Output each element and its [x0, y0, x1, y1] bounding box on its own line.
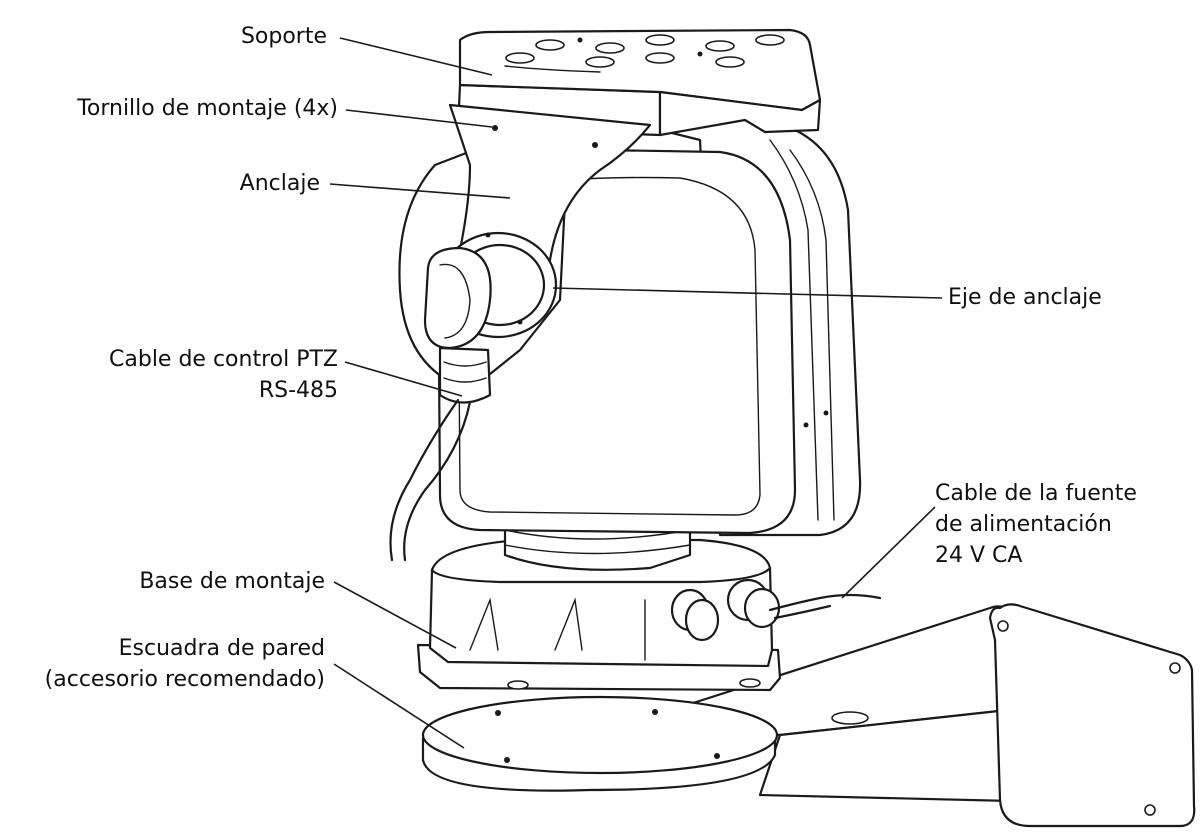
label-soporte: Soporte [241, 21, 327, 52]
label-escuadra-line2: (accesorio recomendado) [44, 667, 325, 692]
leader-lines [329, 37, 943, 749]
label-cable-fuente-line3: 24 V CA [935, 543, 1023, 568]
leader-tornillo [345, 109, 493, 128]
label-cable-fuente: Cable de la fuente de alimentación 24 V … [935, 478, 1137, 571]
label-escuadra-line1: Escuadra de pared [118, 636, 325, 661]
leader-base [333, 581, 457, 649]
label-cable-fuente-line1: Cable de la fuente [935, 481, 1137, 506]
leader-cable-fuente [841, 506, 936, 599]
label-tornillo: Tornillo de montaje (4x) [77, 93, 338, 124]
label-cable-ptz-line1: Cable de control PTZ [109, 347, 338, 372]
label-base: Base de montaje [139, 566, 325, 597]
leader-soporte [339, 37, 493, 76]
label-soporte-text: Soporte [240, 24, 327, 49]
label-base-text: Base de montaje [139, 569, 325, 594]
label-eje-text: Eje de anclaje [948, 285, 1102, 310]
leader-eje [552, 287, 943, 299]
label-cable-ptz: Cable de control PTZ RS-485 [109, 344, 338, 406]
label-cable-fuente-line2: de alimentación [935, 512, 1112, 537]
leader-anclaje [329, 183, 511, 199]
label-tornillo-text: Tornillo de montaje (4x) [77, 96, 338, 121]
leader-escuadra [333, 663, 465, 749]
wall-bracket-drawing [421, 603, 1196, 828]
label-anclaje-text: Anclaje [239, 171, 320, 196]
label-escuadra: Escuadra de pared (accesorio recomendado… [45, 633, 325, 695]
label-anclaje: Anclaje [240, 168, 320, 199]
yoke-drawing [389, 103, 652, 562]
label-eje: Eje de anclaje [948, 282, 1102, 313]
label-cable-ptz-line2: RS-485 [258, 378, 338, 403]
leader-cable-ptz [344, 361, 463, 397]
